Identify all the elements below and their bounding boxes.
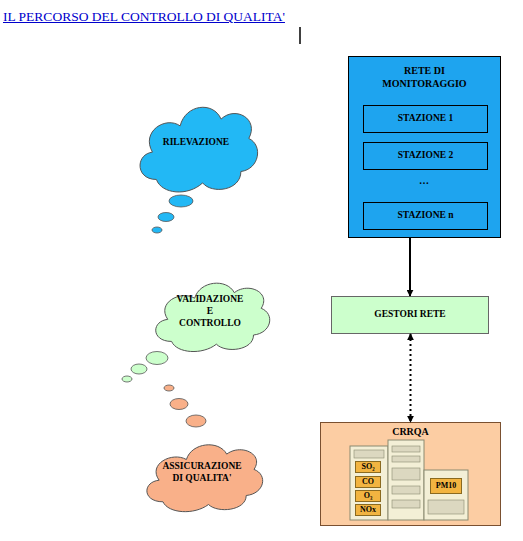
thought-cloud: VALIDAZIONE E CONTROLLO — [146, 266, 274, 358]
cloud-shape — [156, 283, 270, 351]
node-label: STAZIONE 2 — [398, 150, 454, 162]
analyzer-label: SO₂ — [355, 461, 381, 473]
analyzer-label: CO — [355, 476, 381, 488]
bubble — [158, 213, 174, 222]
cloud-shape — [140, 107, 258, 192]
rack — [388, 440, 424, 520]
dotted-arrow — [410, 334, 412, 422]
bubble — [152, 227, 162, 233]
analyzer-label: O₃ — [355, 490, 381, 502]
ellipsis: … — [414, 176, 434, 188]
node-label: STAZIONE n — [397, 210, 453, 222]
analyzer-label: PM10 — [430, 478, 462, 494]
thought-cloud: RILEVAZIONE — [130, 86, 262, 200]
bubble — [146, 352, 168, 365]
title-tick — [299, 27, 301, 44]
bubble — [170, 399, 188, 410]
node-label: STAZIONE 1 — [398, 113, 454, 125]
station-box: STAZIONE 2 — [363, 142, 488, 170]
station-box: STAZIONE n — [363, 202, 488, 230]
rack — [350, 446, 388, 520]
bubble — [186, 415, 206, 427]
bubble — [122, 376, 132, 382]
bubble — [164, 385, 174, 391]
node-label: RETE DI MONITORAGGIO — [375, 65, 475, 90]
bubble — [131, 364, 147, 374]
analyzer-label: NOx — [355, 504, 381, 516]
panel — [392, 486, 420, 494]
node-label: GESTORI RETE — [374, 309, 445, 321]
diagram-title: IL PERCORSO DEL CONTROLLO DI QUALITA' — [3, 9, 285, 25]
panel — [428, 500, 464, 514]
thought-cloud: ASSICURAZIONE DI QUALITA' — [137, 428, 267, 518]
panel — [392, 456, 420, 462]
network-box: RETE DI MONITORAGGIO STAZIONE 1 STAZIONE 2… — [348, 56, 501, 238]
thought-bubbles — [122, 195, 206, 427]
panel — [392, 468, 420, 480]
bubble — [169, 195, 193, 207]
panel — [354, 450, 384, 458]
station-box: STAZIONE 1 — [363, 105, 488, 133]
rack — [424, 470, 468, 520]
panel — [392, 446, 420, 452]
node-label: CRRQA — [392, 426, 429, 439]
process-box: GESTORI RETE — [331, 296, 489, 334]
node-label: VALIDAZIONE E CONTROLLO — [177, 294, 244, 330]
panel — [392, 500, 420, 508]
flow-arrow — [409, 238, 411, 296]
equipment-illustration — [350, 440, 468, 520]
node-label: ASSICURAZIONE DI QUALITA' — [162, 461, 241, 485]
cloud-shape — [147, 445, 263, 512]
node-label: RILEVAZIONE — [163, 137, 229, 149]
